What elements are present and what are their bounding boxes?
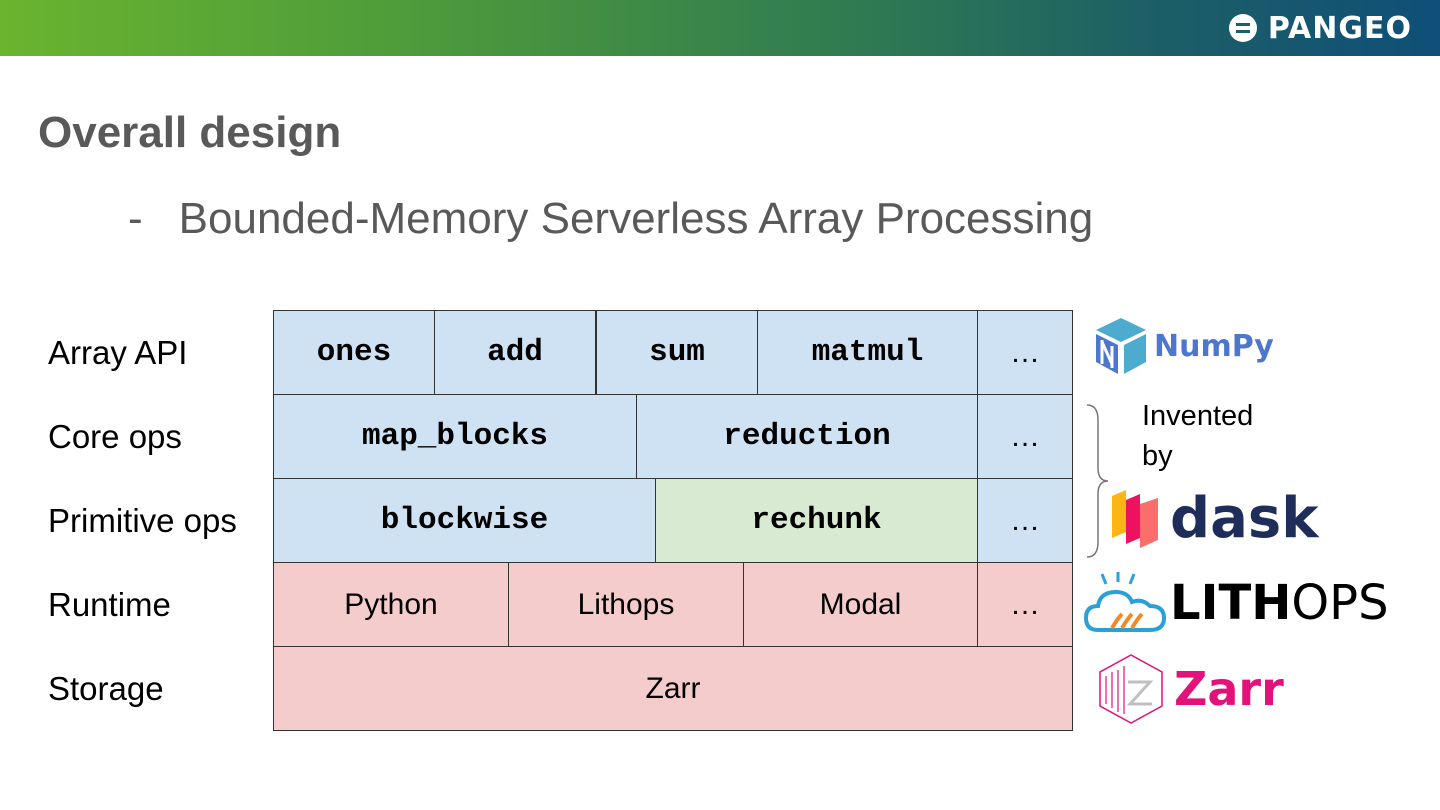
architecture-stack: ones add sum matmul … map_blocks reducti… (273, 310, 1073, 731)
zarr-hexagon-icon (1099, 654, 1163, 724)
zarr-wordmark: Zarr (1174, 662, 1284, 716)
cell-rechunk: rechunk (655, 478, 978, 563)
bullet-point: - Bounded-Memory Serverless Array Proces… (128, 194, 1093, 244)
invented-line-2: by (1142, 440, 1173, 472)
pangeo-logo-icon (1228, 14, 1257, 42)
numpy-wordmark: NumPy (1154, 328, 1274, 364)
row-label-primitive-ops: Primitive ops (48, 502, 237, 539)
bullet-marker: - (128, 194, 143, 243)
pangeo-brand: PANGEO (1228, 10, 1412, 46)
cell-ellipsis-core: … (977, 394, 1073, 479)
zarr-logo: Zarr (1094, 652, 1284, 726)
cell-lithops: Lithops (508, 562, 744, 647)
dask-wordmark: dask (1170, 486, 1319, 551)
lithops-wordmark-bold: LITH (1170, 575, 1292, 631)
cell-sum: sum (596, 310, 758, 395)
header-bar: PANGEO (0, 0, 1440, 56)
cell-add: add (434, 310, 596, 395)
row-label-storage: Storage (48, 670, 164, 707)
brace-icon (1086, 404, 1109, 558)
lithops-wordmark-light: OPS (1291, 575, 1389, 631)
numpy-logo: NumPy (1092, 316, 1274, 376)
cell-python: Python (273, 562, 509, 647)
row-label-core-ops: Core ops (48, 418, 182, 455)
row-label-runtime: Runtime (48, 586, 171, 623)
brand-name: PANGEO (1267, 10, 1412, 46)
bullet-text: Bounded-Memory Serverless Array Processi… (178, 194, 1094, 243)
dask-logo: dask (1108, 488, 1318, 550)
cell-zarr: Zarr (273, 646, 1073, 731)
invented-by-note: Invented by (1142, 396, 1253, 476)
lithops-cloud-icon (1084, 572, 1167, 632)
cell-matmul: matmul (757, 310, 978, 395)
numpy-cube-icon (1096, 318, 1146, 374)
cell-ellipsis-primitive: … (977, 478, 1073, 563)
cell-map-blocks: map_blocks (273, 394, 637, 479)
invented-line-1: Invented (1142, 400, 1254, 432)
cell-blockwise: blockwise (273, 478, 656, 563)
cell-reduction: reduction (636, 394, 978, 479)
lithops-logo: LITH OPS (1084, 570, 1389, 636)
dask-mark-icon (1112, 490, 1158, 548)
cell-ellipsis-runtime: … (977, 562, 1073, 647)
cell-ellipsis-api: … (977, 310, 1073, 395)
cell-modal: Modal (743, 562, 978, 647)
row-label-array-api: Array API (48, 334, 188, 371)
cell-ones: ones (273, 310, 435, 395)
slide-title: Overall design (38, 108, 342, 157)
